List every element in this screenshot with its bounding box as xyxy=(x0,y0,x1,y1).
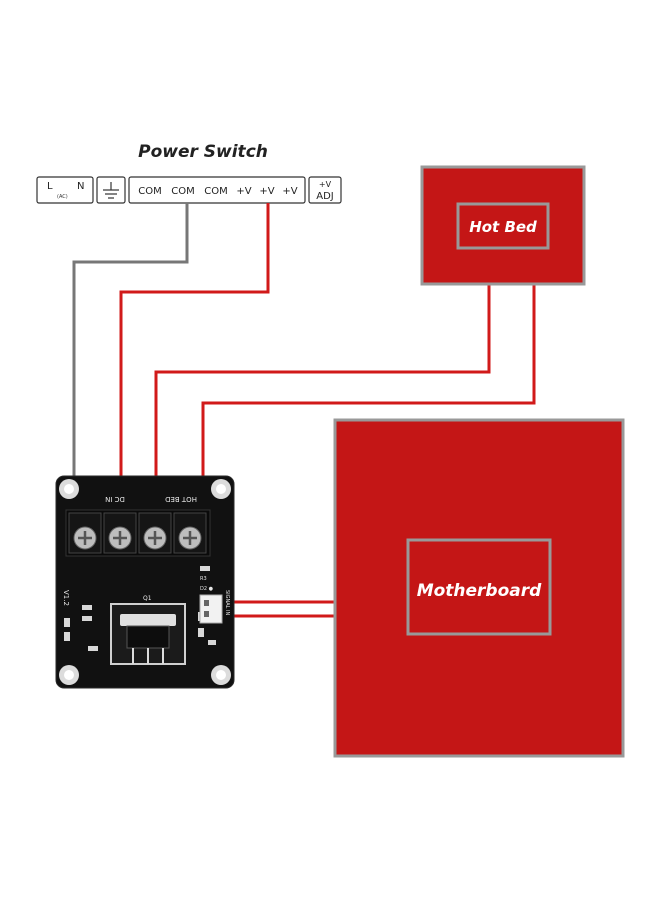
wire-hot-bed-b xyxy=(201,284,536,515)
wire-v-to-dc-in-positive xyxy=(119,203,270,515)
mounting-hole xyxy=(59,665,79,685)
silk-r3: R3 xyxy=(200,576,207,582)
terminal-ac-sub: (AC) xyxy=(57,194,68,200)
silk-connector: SIGNAL IN xyxy=(224,590,230,616)
terminal-label: COM xyxy=(204,186,227,197)
mosfet-transistor xyxy=(110,603,186,665)
hot-bed-block: Hot Bed xyxy=(420,165,586,286)
silk-dc-in: DC IN xyxy=(105,495,125,503)
screw-terminal xyxy=(173,512,207,554)
terminal-label: +V xyxy=(282,186,297,197)
terminal-adj-box xyxy=(308,176,342,204)
terminal-l-label: L xyxy=(47,181,53,192)
silk-led: D2 ● xyxy=(200,586,214,592)
silk-q1: Q1 xyxy=(143,595,152,602)
terminal-label: +V xyxy=(259,186,274,197)
screw-terminal xyxy=(138,512,172,554)
wire-hot-bed-a xyxy=(154,284,491,515)
mosfet-module: DC IN HOT BED V1.2 Q1 SIGNAL IN R3 D2 ● xyxy=(55,475,235,689)
motherboard-label-box xyxy=(406,538,552,636)
motherboard-block: Motherboard xyxy=(333,418,625,758)
silk-version: V1.2 xyxy=(62,590,70,606)
terminal-label: COM xyxy=(138,186,161,197)
terminal-label: +V xyxy=(236,186,251,197)
screw-terminal xyxy=(68,512,102,554)
hot-bed-label: Hot Bed xyxy=(469,218,537,236)
terminal-n-label: N xyxy=(77,181,84,192)
wires xyxy=(72,203,536,618)
mounting-hole xyxy=(211,479,231,499)
mounting-hole xyxy=(59,479,79,499)
hot-bed-label-box xyxy=(456,202,550,250)
terminal-adj-bottom: ADJ xyxy=(316,191,334,202)
wire-com-to-dc-in-negative xyxy=(72,203,189,490)
silk-hot-bed: HOT BED xyxy=(165,495,197,503)
signal-connector xyxy=(199,594,223,624)
power-switch-title: Power Switch xyxy=(138,142,268,162)
terminal-label: COM xyxy=(171,186,194,197)
screw-terminal xyxy=(103,512,137,554)
terminal-ln-box xyxy=(36,176,94,204)
mounting-hole xyxy=(211,665,231,685)
terminal-com-v-box xyxy=(128,176,306,204)
power-switch-terminals: L N (AC) COM COM COM +V +V +V +V ADJ xyxy=(36,176,342,204)
ground-icon xyxy=(103,182,119,199)
motherboard-label: Motherboard xyxy=(417,581,542,601)
screw-terminal-block xyxy=(65,509,211,557)
terminal-adj-top: +V xyxy=(319,180,332,189)
